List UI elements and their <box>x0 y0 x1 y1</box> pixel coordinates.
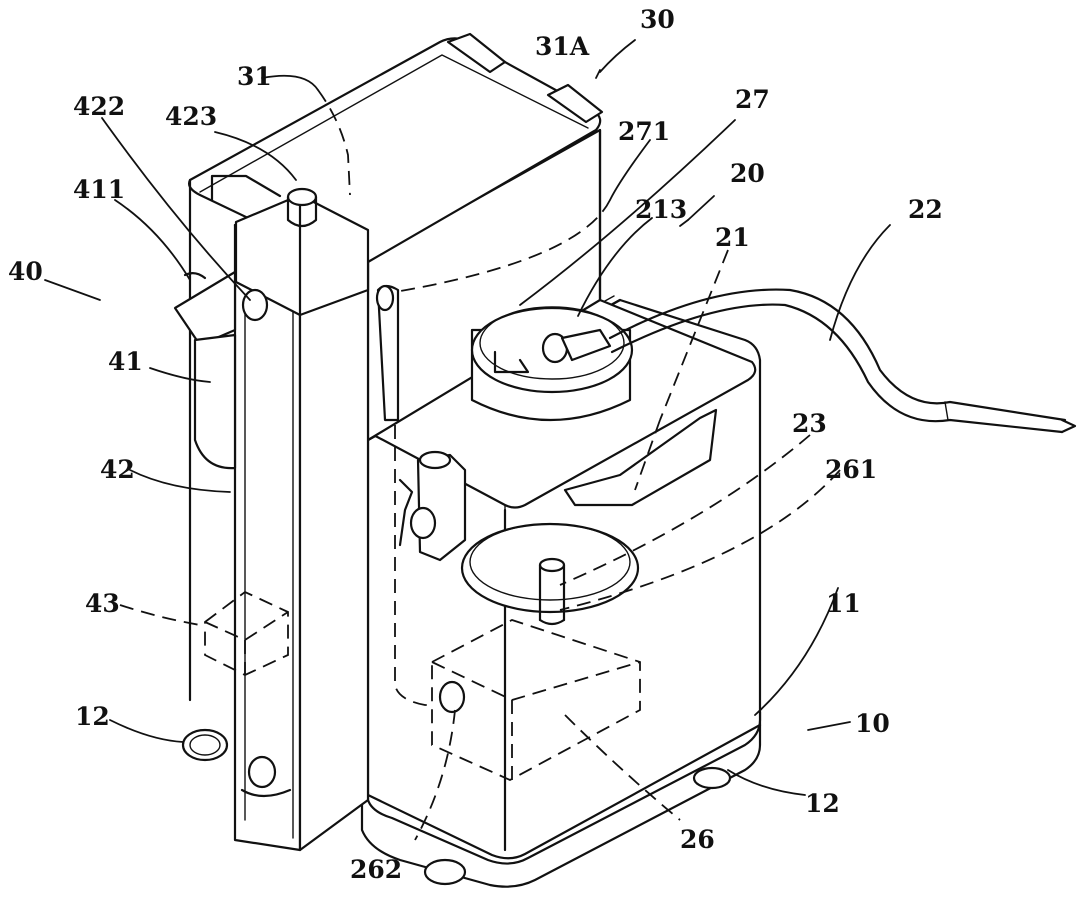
box-43 <box>204 590 289 676</box>
label-31A: 31A <box>535 32 590 61</box>
label-262: 262 <box>350 855 402 884</box>
label-271: 271 <box>618 117 670 146</box>
reference-labels: 30 31A 31 422 423 27 271 20 213 22 411 2… <box>8 5 943 884</box>
disc-23 <box>460 522 640 626</box>
label-43: 43 <box>85 589 120 618</box>
label-30: 30 <box>640 5 675 34</box>
box-26 <box>431 619 641 782</box>
label-422: 422 <box>73 92 125 121</box>
valve-assembly <box>375 284 467 714</box>
label-40: 40 <box>8 257 43 286</box>
label-27: 27 <box>735 85 770 114</box>
label-31: 31 <box>237 62 272 91</box>
label-261: 261 <box>825 455 877 484</box>
label-411: 411 <box>73 175 125 204</box>
label-12-left: 12 <box>75 702 110 731</box>
cylinder-assembly <box>470 288 1077 507</box>
label-42: 42 <box>100 455 135 484</box>
label-11: 11 <box>826 589 861 618</box>
label-12-right: 12 <box>805 789 840 818</box>
leader-lines <box>44 39 891 841</box>
label-10: 10 <box>855 709 890 738</box>
left-column <box>233 187 370 852</box>
filter-cup <box>173 270 237 470</box>
label-423: 423 <box>165 102 217 131</box>
label-213: 213 <box>635 195 687 224</box>
label-26: 26 <box>680 825 715 854</box>
label-20: 20 <box>730 159 765 188</box>
label-23: 23 <box>792 409 827 438</box>
label-21: 21 <box>715 223 750 252</box>
label-41: 41 <box>108 347 143 376</box>
label-22: 22 <box>908 195 943 224</box>
